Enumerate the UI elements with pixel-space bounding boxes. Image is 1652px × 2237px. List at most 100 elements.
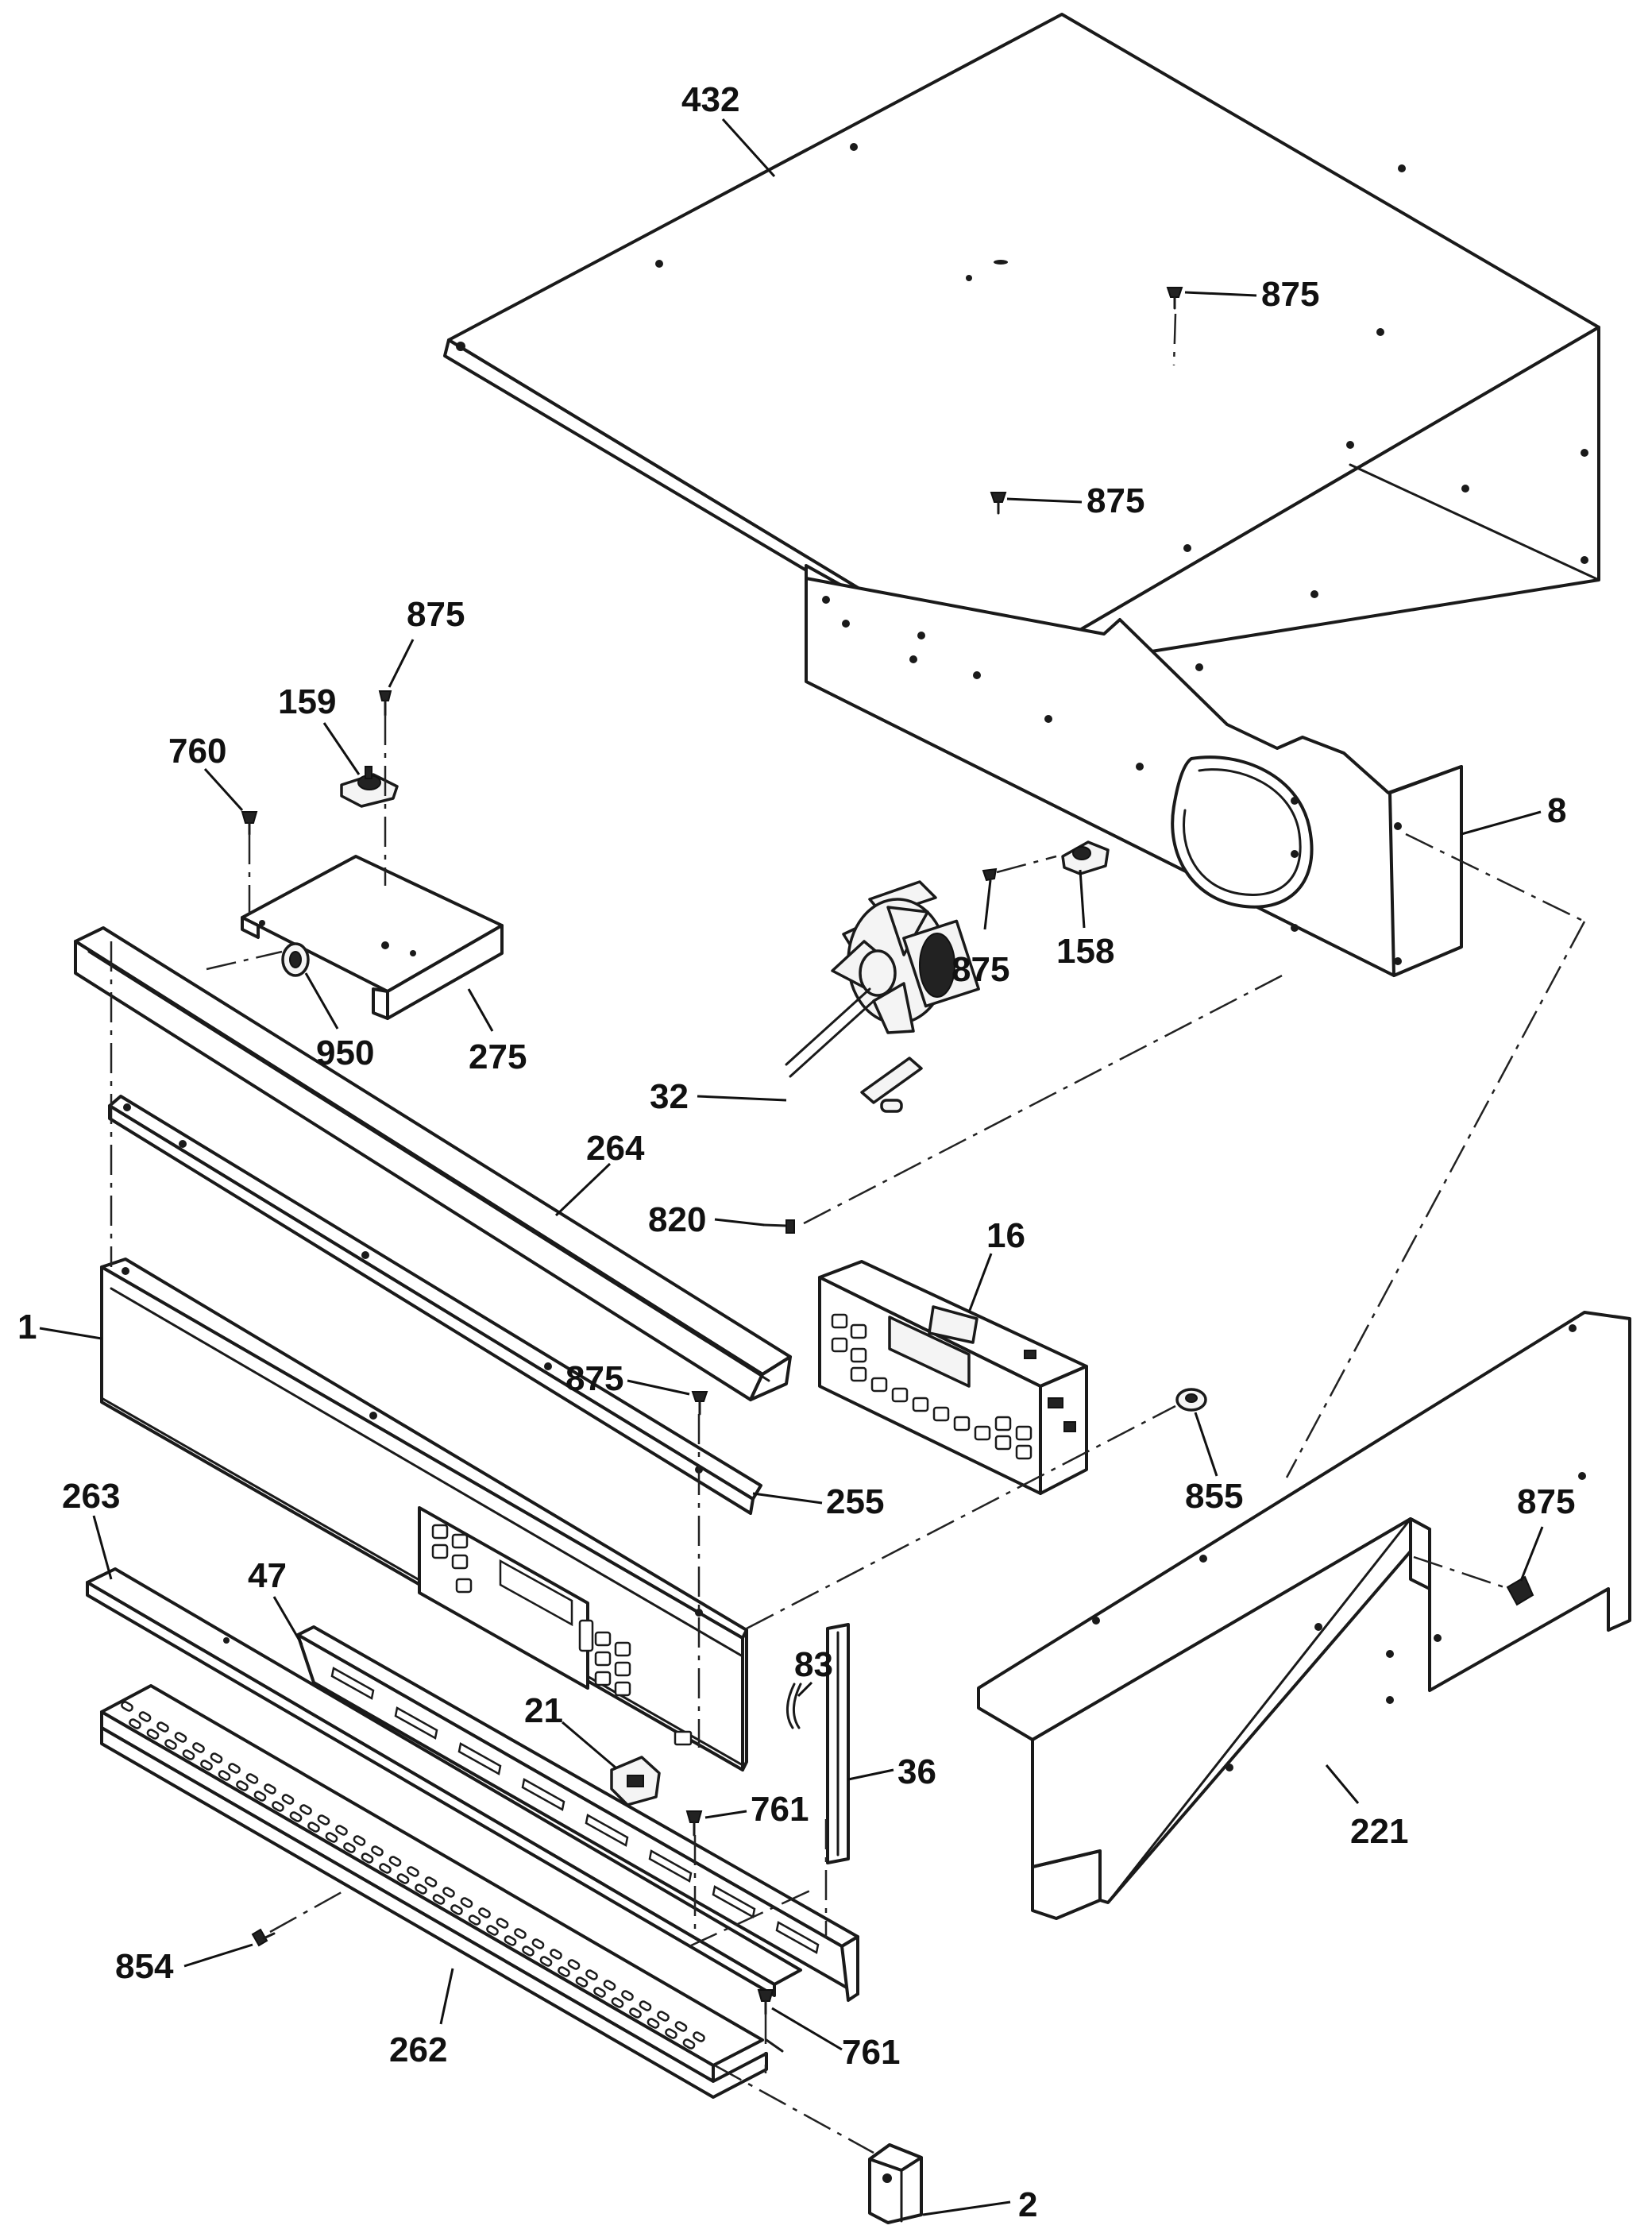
part-855-connector [1175,1388,1207,1412]
vent-slot [647,2018,660,2029]
label-761-b: 761 [842,2033,900,2072]
label-159: 159 [278,682,336,721]
part-262-vent-grille [100,1684,784,2099]
vent-slot [245,1773,259,1784]
vent-slot [210,1752,223,1764]
vent-slot [307,1822,320,1833]
air-duct-vents [330,1667,820,1954]
label-263: 263 [62,1477,120,1516]
label-875-mid: 875 [1087,481,1144,520]
vent-slot [442,1887,455,1898]
part-854-screw [251,1928,276,1947]
label-761-a: 761 [751,1790,809,1829]
part-761-screw-a [685,1810,703,1837]
label-1: 1 [17,1308,37,1346]
label-875-side: 875 [1517,1482,1575,1521]
vent-slot [468,1914,481,1926]
vent-slot [371,1845,384,1856]
vent-slot [674,2021,688,2032]
vent-slot [289,1811,303,1822]
part-432-top-cover [443,13,1600,693]
vent-slot [281,1794,295,1805]
vent-slot [621,1990,634,2001]
vent-slot [228,1763,241,1774]
label-264: 264 [586,1129,645,1168]
vent-slot [361,1853,374,1864]
vent-slot [682,2038,696,2050]
label-21: 21 [524,1691,563,1730]
vent-slot [121,1701,133,1712]
part-820-screw [762,1219,795,1234]
vent-slot [164,1739,177,1750]
label-2: 2 [1018,2185,1037,2224]
assembly-centerlines [110,313,1586,2154]
part-221-side-panel [977,1311,1631,1920]
label-275: 275 [469,1037,527,1076]
part-8-rear-baffle [805,577,1463,977]
vent-slot [146,1729,160,1740]
vent-slot [550,1949,562,1960]
part-16-control-board [818,1260,1088,1495]
vent-slot [611,1997,624,2008]
label-432: 432 [681,80,739,119]
part-760-screw [241,811,258,836]
vent-slot [174,1732,187,1743]
vent-slot [325,1832,338,1843]
part-255-support-bracket [108,1095,762,1515]
label-854: 854 [115,1947,174,1986]
vent-slot [317,1814,330,1826]
part-32-fan-motor [785,880,980,1113]
vent-slot [585,1969,598,1980]
label-875-motor: 875 [951,950,1009,989]
vent-slot [236,1780,249,1791]
vent-slot [514,1928,527,1939]
vent-slot [424,1876,438,1887]
vent-slot [558,1966,570,1977]
part-264-top-trim [74,926,792,1401]
vent-slot [379,1863,392,1874]
vent-slot [129,1718,141,1729]
vent-slot [138,1711,152,1722]
vent-slot [639,2000,652,2011]
label-16: 16 [986,1216,1025,1255]
part-875-screw-top [1166,287,1183,310]
vent-slot [539,1956,553,1967]
callout-leader-lines [39,118,1544,2216]
vent-slot [486,1925,499,1936]
part-875-screw-side [1506,1575,1534,1606]
vent-slot [272,1801,284,1812]
label-255: 255 [826,1482,884,1521]
vent-slot [432,1894,446,1905]
vent-slot [603,1980,616,1991]
vent-slot [531,1938,545,1949]
vent-slot [575,1976,589,1988]
label-950: 950 [316,1034,374,1072]
label-158: 158 [1056,932,1114,971]
label-83: 83 [794,1645,833,1684]
vent-slot [496,1918,509,1929]
part-159-thermostat [340,766,399,808]
vent-slot [407,1866,419,1877]
label-32: 32 [650,1077,689,1116]
part-875-screw-mid [990,492,1007,515]
vent-slot [335,1825,348,1836]
control-panel-keypad [431,1524,631,1697]
control-board-keys [831,1313,1032,1460]
label-875-bracket: 875 [407,595,465,634]
part-275-mounting-bracket [241,855,504,1020]
label-47: 47 [248,1556,287,1595]
part-875-screw-motor [982,867,998,882]
vent-slot [657,2011,670,2022]
vent-slot [593,1987,606,1998]
vent-slot [253,1791,267,1802]
vent-slot [504,1935,517,1946]
vent-slot [218,1770,231,1781]
vent-slot [522,1945,535,1957]
label-262: 262 [389,2030,447,2069]
part-875-screw-panel [691,1391,708,1416]
vent-slot [264,1783,276,1795]
vent-slot [353,1835,366,1846]
label-820: 820 [648,1200,706,1239]
vent-slot [567,1959,581,1970]
